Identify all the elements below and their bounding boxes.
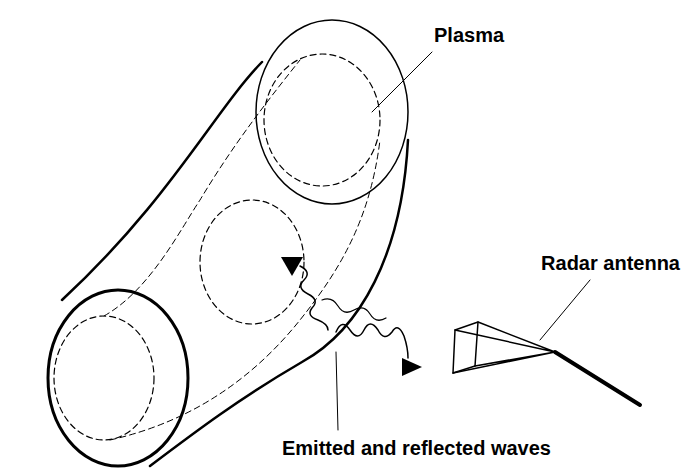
tube-end — [48, 290, 188, 466]
leader-line — [540, 280, 590, 340]
tube-end — [256, 20, 408, 204]
wave-arrowhead — [402, 358, 422, 376]
waves-label: Emitted and reflected waves — [282, 437, 551, 459]
dashed-guide — [110, 140, 380, 440]
feed-line — [555, 352, 640, 405]
tube-inner-edge — [62, 62, 262, 300]
plasma-label: Plasma — [434, 24, 504, 46]
tube-outer-edge — [150, 140, 408, 466]
emitted-wave — [300, 266, 328, 330]
dashed-section — [200, 200, 304, 324]
reflected-wave — [336, 324, 408, 358]
horn-body — [453, 322, 555, 373]
dashed-section — [264, 54, 380, 186]
dashed-guide — [104, 60, 300, 316]
dashed-section — [54, 316, 154, 440]
leader-line — [336, 352, 338, 430]
leader-line — [372, 52, 432, 112]
wave-arrowhead — [281, 257, 303, 276]
reflected-wave — [322, 299, 386, 320]
antenna-label: Radar antenna — [541, 252, 680, 274]
